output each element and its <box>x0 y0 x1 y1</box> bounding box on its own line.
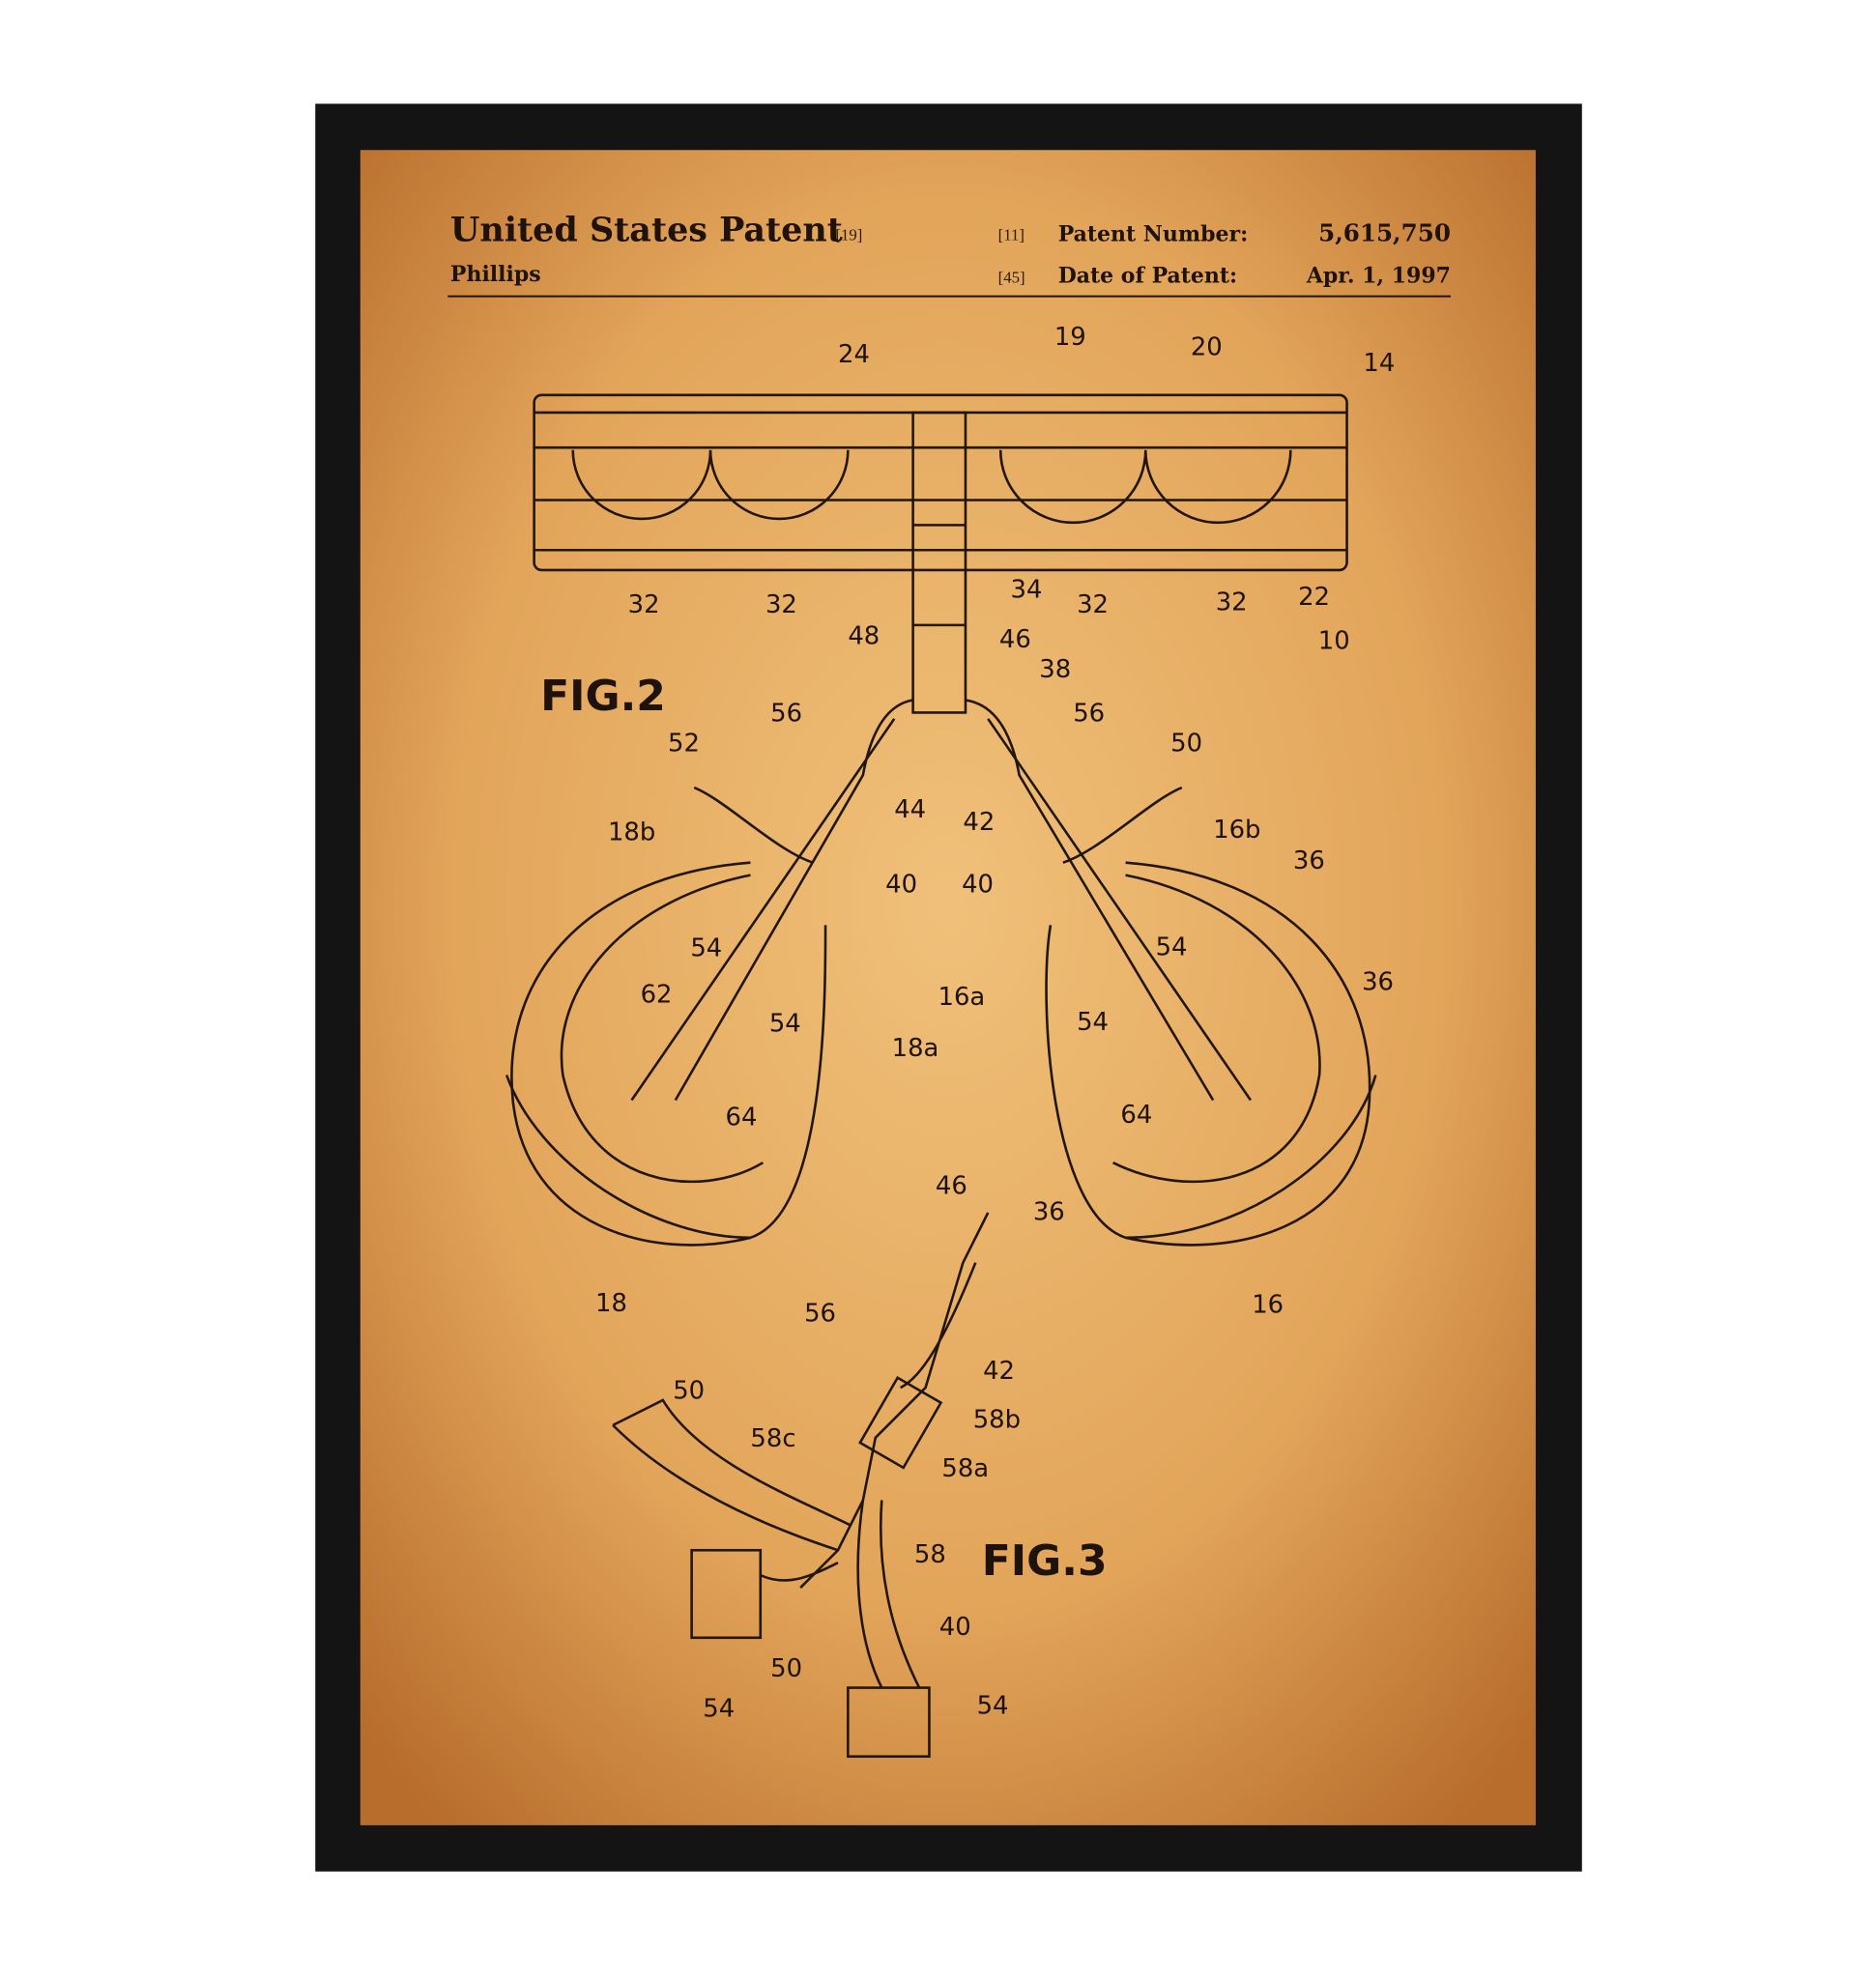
ref-numeral: 44 <box>894 795 926 824</box>
ref-numeral: 54 <box>703 1694 735 1723</box>
paper <box>360 150 1536 1825</box>
ref-numeral: 14 <box>1363 349 1395 378</box>
date-value: Apr. 1, 1997 <box>1306 263 1451 288</box>
number-ref: [11] <box>998 225 1025 244</box>
date-label: Date of Patent: <box>1058 263 1237 288</box>
ref-numeral: 54 <box>1077 1008 1109 1037</box>
ref-numeral: 42 <box>983 1357 1015 1386</box>
ref-numeral: 34 <box>1011 575 1043 604</box>
ref-numeral: 22 <box>1298 583 1330 612</box>
ref-numeral: 38 <box>1039 655 1071 684</box>
fig2-label: FIG.2 <box>540 672 666 721</box>
ref-numeral: 10 <box>1318 626 1350 655</box>
ref-numeral: 46 <box>936 1172 967 1201</box>
ref-numeral: 64 <box>726 1103 758 1132</box>
ref-numeral: 62 <box>641 981 673 1010</box>
ref-numeral: 52 <box>668 730 700 759</box>
patent-title: United States Patent <box>450 211 843 250</box>
fig2-drawing <box>505 393 1377 1247</box>
ref-numeral: 46 <box>999 625 1031 654</box>
ref-numeral: 56 <box>804 1299 836 1328</box>
ref-numeral: 58b <box>973 1405 1021 1434</box>
ref-numeral: 54 <box>690 934 722 963</box>
ref-numeral: 56 <box>770 699 802 728</box>
ref-numeral: 36 <box>1033 1198 1065 1227</box>
ref-numeral: 32 <box>1216 588 1248 617</box>
patent-number-value: 5,615,750 <box>1318 219 1451 247</box>
ref-numeral: 50 <box>770 1654 802 1683</box>
ref-numeral: 54 <box>977 1692 1009 1721</box>
fig3-drawing <box>612 1212 990 1759</box>
ref-numeral: 18 <box>595 1289 627 1318</box>
ref-numeral: 54 <box>1156 932 1188 961</box>
ref-numeral: 32 <box>628 590 660 619</box>
ref-numeral: 19 <box>1054 323 1086 352</box>
ref-numeral: 56 <box>1073 699 1105 728</box>
ref-numeral: 16 <box>1252 1290 1284 1319</box>
ref-numeral: 24 <box>838 340 870 369</box>
patent-number-label: Patent Number: <box>1058 222 1249 247</box>
ref-numeral: 36 <box>1293 846 1325 875</box>
ref-numeral: 40 <box>939 1613 971 1642</box>
ref-numeral: 32 <box>1077 590 1109 619</box>
ref-numeral: 50 <box>1170 730 1202 759</box>
ref-numeral: 54 <box>769 1009 801 1038</box>
ref-numeral: 50 <box>673 1377 705 1406</box>
ref-numeral: 16a <box>938 983 986 1012</box>
ref-numeral: 18a <box>892 1034 939 1063</box>
ref-numeral: 42 <box>963 808 995 837</box>
patent-header: United States Patent [19] Phillips [11] … <box>447 211 1451 298</box>
ref-numeral: 18b <box>608 817 655 846</box>
ref-numeral: 36 <box>1362 968 1394 997</box>
ref-numeral: 32 <box>765 590 797 619</box>
ref-numeral: 20 <box>1191 332 1223 361</box>
reference-numerals: 24 19 20 14 32 32 34 32 32 22 48 46 10 3… <box>595 323 1395 1723</box>
ref-numeral: 58a <box>941 1454 989 1483</box>
ref-numeral: 48 <box>848 621 880 650</box>
date-ref: [45] <box>998 268 1025 286</box>
ref-numeral: 16b <box>1213 816 1260 845</box>
ref-numeral: 64 <box>1120 1101 1152 1130</box>
ref-numeral: 58 <box>914 1540 946 1569</box>
title-ref: [19] <box>835 225 862 244</box>
inventor-name: Phillips <box>450 262 541 287</box>
ref-numeral: 40 <box>885 871 917 900</box>
ref-numeral: 58c <box>750 1424 795 1453</box>
fig3-label: FIG.3 <box>982 1536 1108 1586</box>
ref-numeral: 40 <box>962 871 994 900</box>
